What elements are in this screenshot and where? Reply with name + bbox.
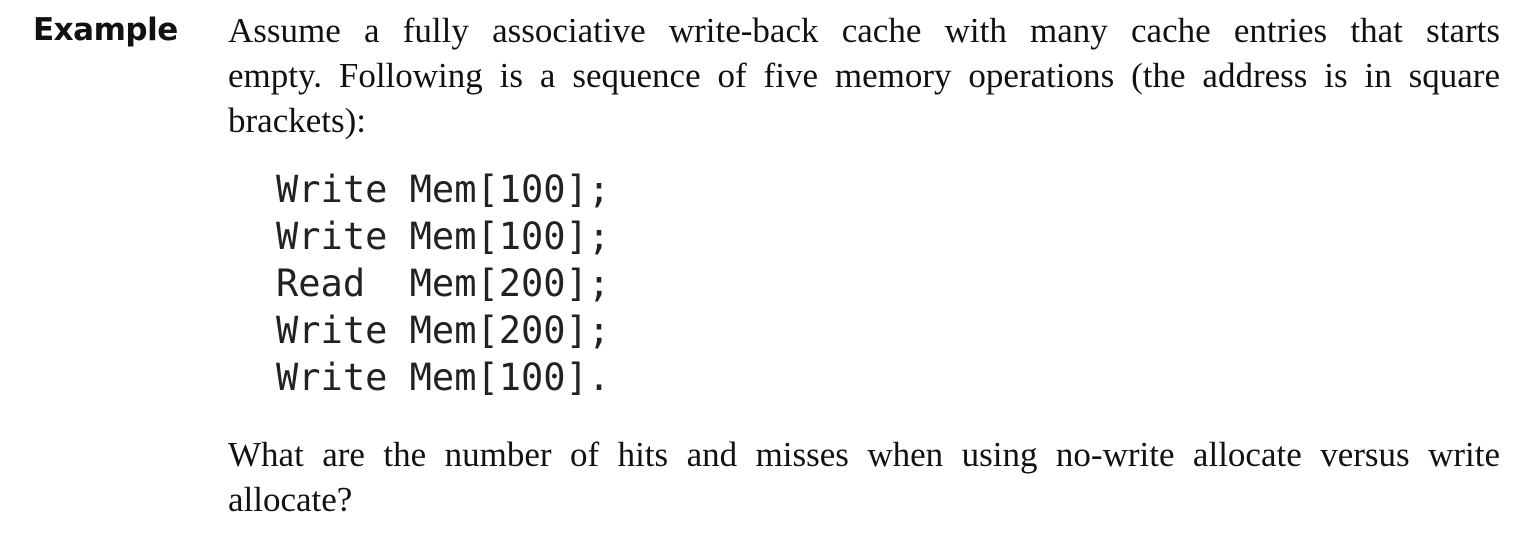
intro-line: empty. Following is a sequence of five m… — [228, 56, 1500, 95]
question-line: What are the number of hits and misses w… — [228, 435, 1500, 474]
code-line: Write Mem[100]; — [276, 168, 611, 211]
question-paragraph: What are the number of hits and misses w… — [228, 432, 1500, 522]
code-line: Write Mem[100]. — [276, 356, 611, 399]
intro-line: brackets): — [228, 101, 366, 140]
code-line: Write Mem[100]; — [276, 215, 611, 258]
memory-operations-code: Write Mem[100];Write Mem[100];Read Mem[2… — [276, 166, 610, 401]
example-label: Example — [33, 12, 178, 48]
code-line: Read Mem[200]; — [276, 262, 611, 305]
code-line: Write Mem[200]; — [276, 309, 611, 352]
intro-paragraph: Assume a fully associative write-back ca… — [228, 8, 1500, 143]
question-line: allocate? — [228, 480, 353, 519]
intro-line: Assume a fully associative write-back ca… — [228, 11, 1500, 50]
